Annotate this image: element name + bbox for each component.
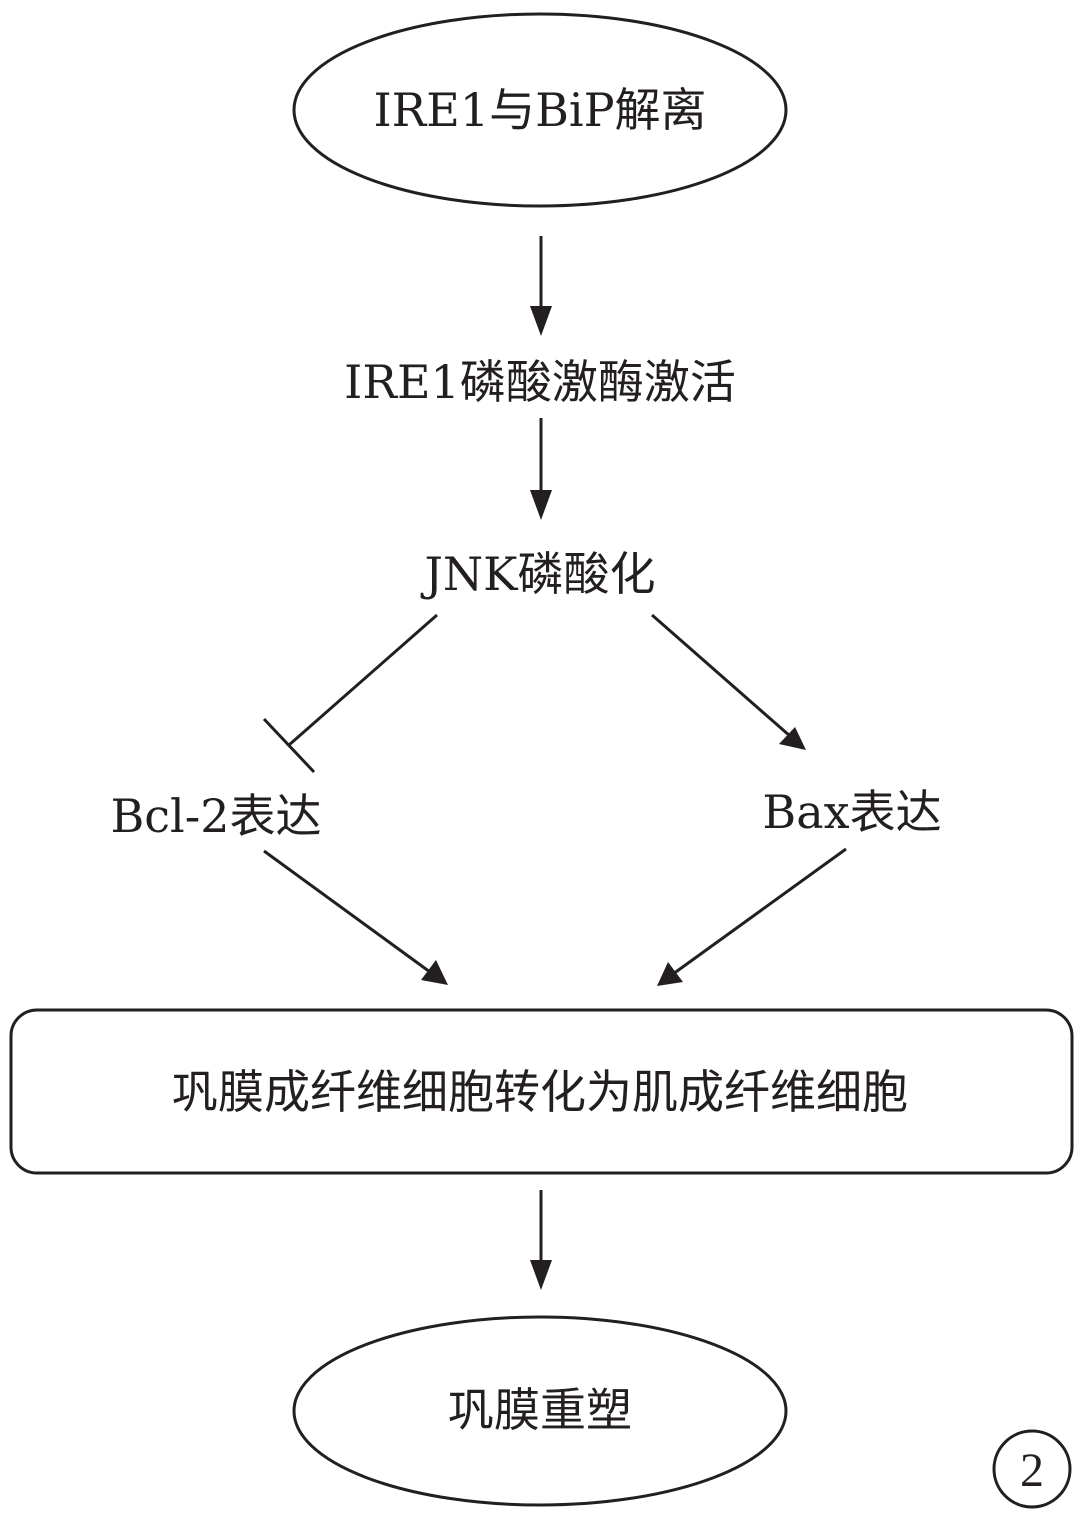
- bcl2-node-label: Bcl-2表达: [110, 789, 321, 843]
- end-node-label: 巩膜重塑: [448, 1383, 632, 1437]
- arrowhead-bcl2-to-transition: [421, 960, 448, 985]
- transition-node-label: 巩膜成纤维细胞转化为肌成纤维细胞: [172, 1065, 908, 1119]
- bax-node-label: Bax表达: [762, 785, 941, 839]
- arrowhead-activation-to-jnk: [530, 490, 552, 520]
- jnk-node-label: JNK磷酸化: [420, 547, 655, 601]
- start-node-label: IRE1与BiP解离: [373, 83, 706, 137]
- arrowhead-start-to-activation: [530, 306, 552, 336]
- activation-node-label: IRE1磷酸激酶激活: [344, 355, 736, 409]
- end-ellipse: [292, 1315, 788, 1507]
- arrowhead-transition-to-end: [530, 1260, 552, 1290]
- arrow-bcl2-to-transition: [263, 849, 431, 974]
- figure-number-label: 2: [1020, 1444, 1044, 1497]
- arrow-bax-to-transition: [672, 847, 847, 976]
- arrow-jnk-to-bax: [651, 613, 791, 738]
- start-ellipse: [292, 12, 788, 208]
- figure-number-badge: [992, 1429, 1072, 1509]
- arrowhead-jnk-to-bax: [779, 727, 806, 750]
- arrowhead-bax-to-transition: [657, 962, 683, 986]
- transition-box: [9, 1008, 1074, 1175]
- inhibition-bar-bcl2: [262, 717, 316, 774]
- inhibition-jnk-to-bcl2: [288, 613, 438, 747]
